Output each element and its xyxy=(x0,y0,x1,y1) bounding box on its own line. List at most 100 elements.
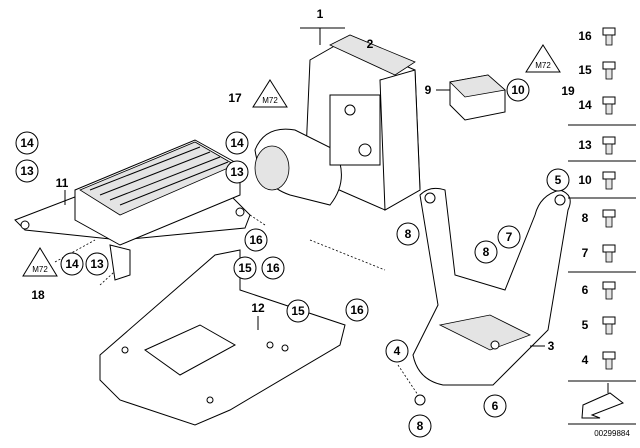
callout-ecu-top-13: 13 xyxy=(15,159,39,183)
warning-triangle-icon: M72 xyxy=(22,247,58,277)
fastener-icon xyxy=(602,281,616,300)
fastener-icon xyxy=(602,136,616,155)
callout-circle xyxy=(85,252,109,276)
label-2: 2 xyxy=(367,37,374,51)
callout-number: 5 xyxy=(555,173,562,187)
legend-number: 7 xyxy=(582,246,589,260)
callout-ecu-right-13: 13 xyxy=(225,160,249,184)
callout-circle xyxy=(15,159,39,183)
label-9: 9 xyxy=(425,83,432,97)
callout-circle xyxy=(15,131,39,155)
callout-circle xyxy=(225,131,249,155)
callout-number: 15 xyxy=(238,261,252,275)
callout-number: 16 xyxy=(249,233,263,247)
label-11: 11 xyxy=(56,176,69,190)
callout-number: 13 xyxy=(20,164,34,178)
callout-number: 14 xyxy=(230,136,244,150)
callout-circle xyxy=(233,256,257,280)
callout-plate-16a: 16 xyxy=(244,228,268,252)
callout-circle xyxy=(244,228,268,252)
callout-plate-15a: 15 xyxy=(233,256,257,280)
hydraulic-unit-drawing xyxy=(254,27,421,211)
callout-circle xyxy=(225,160,249,184)
callout-bracket-5: 5 xyxy=(546,168,570,192)
callout-bracket-4: 4 xyxy=(385,339,409,363)
callout-circle xyxy=(286,299,310,323)
svg-text:M72: M72 xyxy=(262,96,278,105)
legend-number: 6 xyxy=(582,283,589,297)
legend-column: 16 15 14 13 10 8 7 6 5 4 00299884 xyxy=(568,27,636,438)
callout-circle xyxy=(60,252,84,276)
callout-circle xyxy=(546,168,570,192)
fastener-icon xyxy=(602,27,616,46)
svg-text:M72: M72 xyxy=(32,265,48,274)
label-17: 17 xyxy=(228,91,242,105)
legend-number: 5 xyxy=(582,318,589,332)
callout-ecu-bottom-14: 14 xyxy=(60,252,84,276)
legend-number: 13 xyxy=(578,138,592,152)
control-unit-drawing xyxy=(14,139,266,286)
callout-bracket-6: 6 xyxy=(483,394,507,418)
callout-number: 16 xyxy=(350,303,364,317)
warning-triangle-icon: M72 xyxy=(252,79,288,108)
legend-number: 16 xyxy=(578,29,592,43)
callout-bracket-8c: 8 xyxy=(408,414,432,438)
callout-circle xyxy=(483,394,507,418)
fastener-icon xyxy=(602,61,616,80)
callout-circle xyxy=(408,414,432,438)
legend-number: 14 xyxy=(578,98,592,112)
label-18: 18 xyxy=(31,288,45,302)
callout-number: 8 xyxy=(405,227,412,241)
callout-number: 8 xyxy=(483,245,490,259)
legend-number: 8 xyxy=(582,211,589,225)
callout-circle xyxy=(497,225,521,249)
svg-text:M72: M72 xyxy=(535,61,551,70)
label-19: 19 xyxy=(561,84,575,98)
callout-number: 13 xyxy=(230,165,244,179)
callout-circle xyxy=(474,240,498,264)
callout-number: 7 xyxy=(506,230,513,244)
callout-circle xyxy=(385,339,409,363)
fastener-icon xyxy=(602,171,616,190)
mount-plate-drawing xyxy=(99,239,386,426)
callout-number: 14 xyxy=(20,136,34,150)
callout-number: 14 xyxy=(65,257,79,271)
bracket-drawing xyxy=(397,187,571,406)
callout-bracket-8a: 8 xyxy=(396,222,420,246)
fastener-icon xyxy=(602,209,616,228)
callout-number: 16 xyxy=(266,261,280,275)
callout-bracket-8b: 8 xyxy=(474,240,498,264)
callout-circle xyxy=(261,256,285,280)
arrow-icon xyxy=(581,383,625,419)
fastener-icon xyxy=(602,316,616,335)
fastener-icon xyxy=(602,244,616,263)
callout-number: 4 xyxy=(394,344,401,358)
callout-plate-16c: 16 xyxy=(345,298,369,322)
callout-number: 13 xyxy=(90,257,104,271)
callout-number: 15 xyxy=(291,304,305,318)
label-12: 12 xyxy=(251,301,265,315)
callout-ecu-right-14: 14 xyxy=(225,131,249,155)
callout-number: 10 xyxy=(511,83,525,97)
legend-number: 10 xyxy=(578,173,592,187)
callout-circle xyxy=(506,78,530,102)
callout-number: 8 xyxy=(417,419,424,433)
fastener-icon xyxy=(602,351,616,370)
legend-number: 15 xyxy=(578,63,592,77)
legend-number: 4 xyxy=(582,353,589,367)
callout-ecu-bottom-13: 13 xyxy=(85,252,109,276)
callout-bracket-7: 7 xyxy=(497,225,521,249)
callout-ecu-top-14: 14 xyxy=(15,131,39,155)
callout-sensor-10: 10 xyxy=(506,78,530,102)
warning-triangle-icon: M72 xyxy=(525,44,561,73)
label-3: 3 xyxy=(548,339,555,353)
fastener-icon xyxy=(602,96,616,115)
callout-circle xyxy=(345,298,369,322)
callout-plate-16b: 16 xyxy=(261,256,285,280)
part-number: 00299884 xyxy=(594,429,630,438)
callout-number: 6 xyxy=(492,399,499,413)
callout-circle xyxy=(396,222,420,246)
sensor-drawing xyxy=(436,74,506,121)
callout-plate-15b: 15 xyxy=(286,299,310,323)
